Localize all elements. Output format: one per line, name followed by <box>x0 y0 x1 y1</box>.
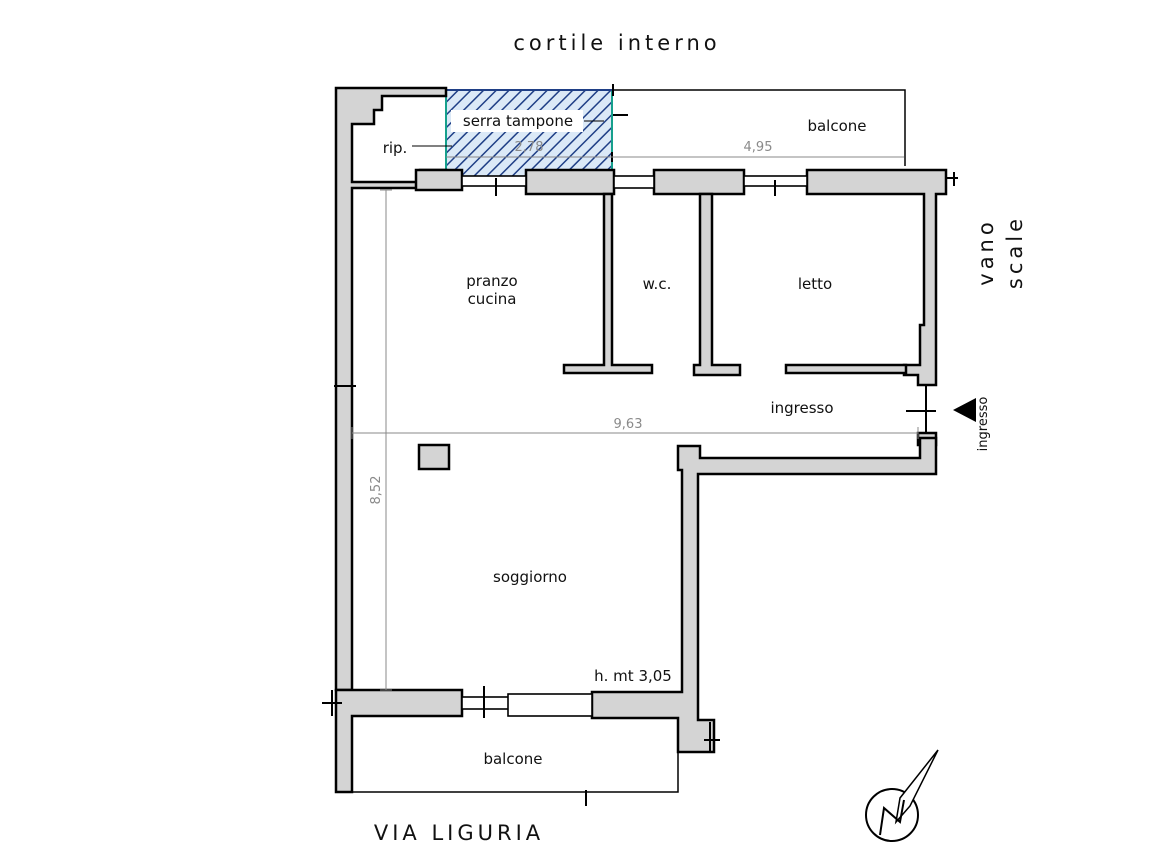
wall-bottom-left <box>334 688 464 794</box>
wall-wc-right <box>692 192 742 377</box>
dim-total-depth: 8,52 <box>369 476 384 505</box>
room-label-balcone-bottom: balcone <box>483 750 542 768</box>
dimension-lines <box>351 156 919 691</box>
window-cucina <box>461 175 527 187</box>
top-surrounding-label: cortile interno <box>513 31 720 55</box>
room-label-letto: letto <box>798 275 832 293</box>
column <box>417 443 451 471</box>
room-label-balcone-top: balcone <box>807 117 866 135</box>
windows <box>461 175 927 717</box>
wall-wc-left <box>562 192 654 375</box>
leader-lines <box>412 120 604 147</box>
entrance-arrow-icon <box>953 398 976 422</box>
wall-soggiorno-right <box>590 436 938 754</box>
dim-balcone-width: 4,95 <box>744 140 773 155</box>
wall-top-1 <box>414 168 464 192</box>
stair-label-2: scale <box>1003 215 1027 289</box>
street-label: VIA LIGURIA <box>374 821 544 845</box>
wall-top-right <box>805 168 948 387</box>
window-wc <box>613 175 655 189</box>
walls <box>334 86 948 794</box>
entrance-side-label: ingresso <box>976 397 991 452</box>
stair-label-1: vano <box>974 218 998 285</box>
balcone-top-outline <box>612 89 906 166</box>
serra-tampone-area <box>445 89 613 179</box>
room-label-cucina: cucina <box>468 290 517 308</box>
wall-top-3 <box>652 168 746 196</box>
room-label-ingresso: ingresso <box>770 399 833 417</box>
ceiling-height-label: h. mt 3,05 <box>594 667 672 685</box>
room-label-ripostiglio: rip. <box>383 139 408 157</box>
room-label-soggiorno: soggiorno <box>493 568 567 586</box>
wall-letto-bottom <box>784 363 908 375</box>
dim-total-width: 9,63 <box>614 417 643 432</box>
north-arrow-icon <box>865 749 939 842</box>
balcone-bottom-outline <box>352 752 679 793</box>
dim-serra-width: 2,78 <box>515 140 544 155</box>
wall-ripostiglio <box>334 86 448 692</box>
room-label-wc: w.c. <box>643 275 672 293</box>
room-label-serra: serra tampone <box>463 112 573 130</box>
wall-top-2 <box>524 168 616 196</box>
room-label-pranzo: pranzo <box>466 272 517 290</box>
window-soggiorno-inner <box>507 693 593 717</box>
